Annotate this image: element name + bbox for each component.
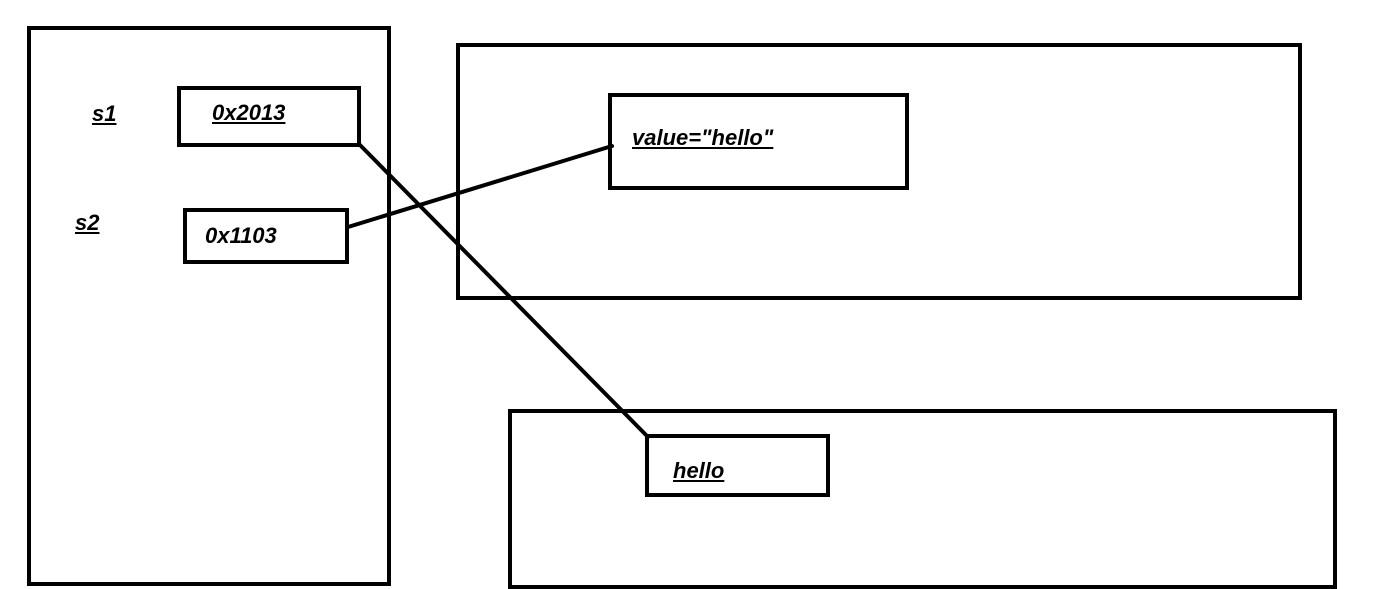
variable-s2-address: 0x1103: [205, 223, 277, 248]
string-pool-literal-value: hello: [673, 458, 725, 483]
heap-string-object-value: value="hello": [632, 125, 774, 150]
heap-string-object-box: [608, 93, 909, 190]
variable-s2-address-box: [183, 208, 349, 264]
string-pool-literal-box: [645, 434, 830, 497]
string-pool-area: [508, 409, 1337, 589]
variable-s1-address: 0x2013: [212, 100, 286, 125]
variable-s2-label: s2: [75, 210, 100, 235]
variable-s1-label: s1: [92, 101, 117, 126]
variable-s1-address-box: [177, 86, 361, 147]
